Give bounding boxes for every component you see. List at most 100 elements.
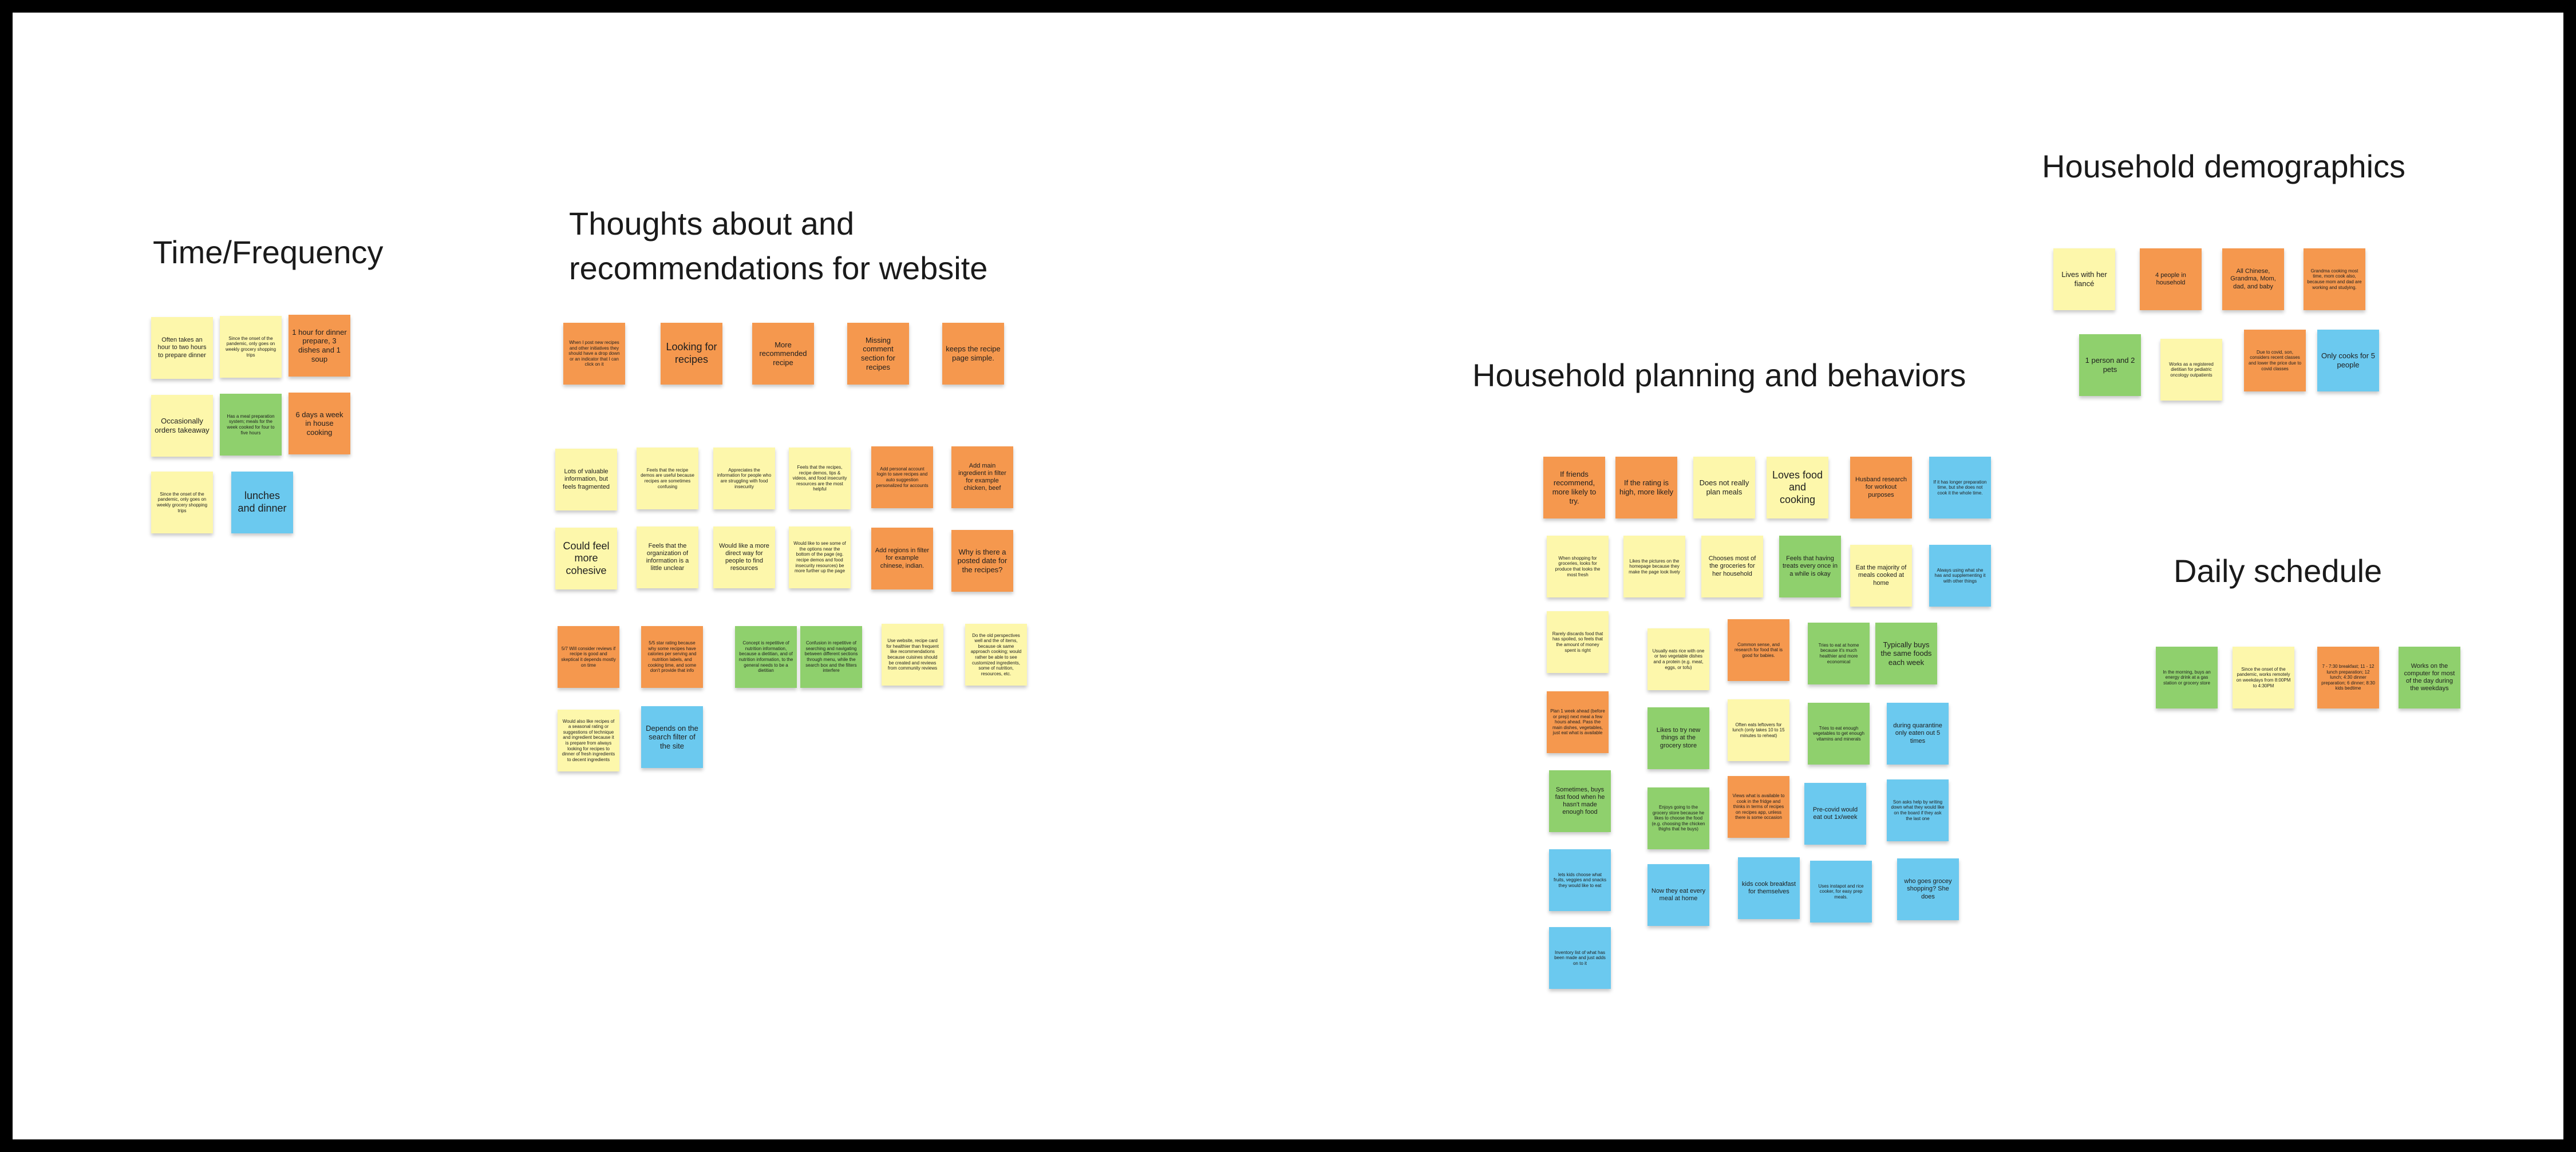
sticky-note[interactable]: Add regions in filter for example chines… xyxy=(871,528,933,589)
sticky-note[interactable]: Typically buys the same foods each week xyxy=(1875,623,1937,684)
whiteboard-canvas[interactable]: Time/Frequency Thoughts about and recomm… xyxy=(13,13,2563,1139)
sticky-note[interactable]: Views what is available to cook in the f… xyxy=(1728,776,1789,838)
sticky-note[interactable]: Appreciates the information for people w… xyxy=(713,448,775,509)
sticky-note-text: Since the onset of the pandemic, works r… xyxy=(2236,666,2291,688)
sticky-note[interactable]: All Chinese, Grandma, Mom, dad, and baby xyxy=(2222,248,2284,310)
sticky-note[interactable]: Tries to eat enough vegetables to get en… xyxy=(1808,703,1870,765)
sticky-note[interactable]: Works on the computer for most of the da… xyxy=(2399,647,2460,708)
sticky-note[interactable]: 7 - 7:30 breakfast; 11 - 12 lunch prepar… xyxy=(2317,647,2379,708)
cluster-title-household-planning: Household planning and behaviors xyxy=(1472,357,1966,393)
sticky-note[interactable]: 6 days a week in house cooking xyxy=(289,393,350,454)
sticky-note[interactable]: Looking for recipes xyxy=(661,323,722,385)
sticky-note[interactable]: Concept is repetitive of nutrition infor… xyxy=(735,626,797,688)
sticky-note[interactable]: Since the onset of the pandemic, only go… xyxy=(151,472,213,533)
sticky-note[interactable]: Use website, recipe card for healthier t… xyxy=(882,624,943,686)
sticky-note[interactable]: Tries to eat at home because it's much h… xyxy=(1808,623,1870,684)
sticky-note[interactable]: Has a meal preparation system; meals for… xyxy=(220,394,282,456)
sticky-note[interactable]: If it has longer preparation time, but s… xyxy=(1929,457,1991,518)
sticky-note-text: If it has longer preparation time, but s… xyxy=(1933,479,1987,496)
sticky-note-text: Grandma cooking most time, mom cook also… xyxy=(2307,268,2362,290)
sticky-note[interactable]: Enjoys going to the grocery store becaus… xyxy=(1647,787,1709,849)
sticky-note[interactable]: If friends recommend, more likely to try… xyxy=(1543,457,1605,518)
sticky-note[interactable]: during quarantine only eaten out 5 times xyxy=(1887,703,1949,765)
sticky-note[interactable]: 1 hour for dinner prepare, 3 dishes and … xyxy=(289,315,350,377)
sticky-note[interactable]: Only cooks for 5 people xyxy=(2317,330,2379,391)
sticky-note[interactable]: Rarely discards food that has spoiled, s… xyxy=(1547,611,1609,673)
sticky-note[interactable]: Does not really plan meals xyxy=(1693,457,1755,518)
sticky-note[interactable]: Often eats leftovers for lunch (only tak… xyxy=(1728,699,1789,761)
sticky-note[interactable]: Add main ingredient in filter for exampl… xyxy=(951,446,1013,508)
sticky-note[interactable]: Plan 1 week ahead (before or prep) next … xyxy=(1547,691,1609,753)
sticky-note[interactable]: Feels that the organization of informati… xyxy=(637,526,698,588)
sticky-note-text: Uses instapot and rice cooker, for easy … xyxy=(1818,883,1864,900)
sticky-note[interactable]: Often takes an hour to two hours to prep… xyxy=(151,317,213,379)
sticky-note[interactable]: Likes to try new things at the grocery s… xyxy=(1647,707,1709,769)
sticky-note[interactable]: Missing comment section for recipes xyxy=(847,323,909,385)
sticky-note[interactable]: Would like to see some of the options ne… xyxy=(789,526,851,588)
sticky-note[interactable]: Since the onset of the pandemic, only go… xyxy=(220,316,282,378)
sticky-note[interactable]: kids cook breakfast for themselves xyxy=(1738,857,1800,919)
sticky-note[interactable]: Eat the majority of meals cooked at home xyxy=(1850,545,1912,607)
sticky-note[interactable]: Feels that the recipes, recipe demos, ti… xyxy=(789,448,851,509)
sticky-note[interactable]: Do the old perspectives well and the of … xyxy=(965,624,1027,686)
sticky-note[interactable]: Loves food and cooking xyxy=(1767,457,1828,518)
sticky-note[interactable]: Pre-covid would eat out 1x/week xyxy=(1804,783,1866,845)
sticky-note[interactable]: 5/5 star rating because why some recipes… xyxy=(641,626,703,688)
sticky-note[interactable]: Feels that the recipe demos are useful b… xyxy=(637,448,698,509)
sticky-note[interactable]: 5/7 Will consider reviews if recipe is g… xyxy=(558,626,619,688)
sticky-note[interactable]: who goes grocey shopping? She does xyxy=(1897,858,1959,920)
sticky-note[interactable]: Chooses most of the groceries for her ho… xyxy=(1701,536,1763,597)
sticky-note[interactable]: Due to covid, son, considers recent clas… xyxy=(2244,330,2306,391)
sticky-note-text: 1 hour for dinner prepare, 3 dishes and … xyxy=(292,327,347,363)
sticky-note-text: Often takes an hour to two hours to prep… xyxy=(157,337,207,359)
sticky-note-text: Could feel more cohesive xyxy=(563,540,610,576)
sticky-note[interactable]: Lives with her fiancé xyxy=(2053,248,2115,310)
sticky-note[interactable]: Works as a registered dietitian for pedi… xyxy=(2160,339,2222,401)
sticky-note[interactable]: Could feel more cohesive xyxy=(555,528,617,589)
sticky-note[interactable]: When shopping for groceries, looks for p… xyxy=(1547,536,1609,597)
sticky-note[interactable]: Likes the pictures on the homepage becau… xyxy=(1623,536,1685,597)
sticky-note[interactable]: 4 people in household xyxy=(2140,248,2202,310)
sticky-note-text: Occasionally orders takeaway xyxy=(155,417,210,434)
sticky-note-text: When shopping for groceries, looks for p… xyxy=(1555,555,1601,577)
sticky-note[interactable]: Son asks help by writing down what they … xyxy=(1887,779,1949,841)
sticky-note[interactable]: keeps the recipe page simple. xyxy=(942,323,1004,385)
sticky-note[interactable]: In the morning, buys an energy drink at … xyxy=(2156,647,2218,708)
sticky-note[interactable]: Since the onset of the pandemic, works r… xyxy=(2233,647,2294,708)
sticky-note[interactable]: When I post new recipes and other initia… xyxy=(563,323,625,385)
sticky-note-text: during quarantine only eaten out 5 times xyxy=(1893,722,1942,745)
sticky-note[interactable]: Sometimes, buys fast food when he hasn't… xyxy=(1549,770,1611,832)
sticky-note[interactable]: lunches and dinner xyxy=(231,472,293,533)
sticky-note[interactable]: 1 person and 2 pets xyxy=(2079,334,2141,396)
sticky-note-text: Pre-covid would eat out 1x/week xyxy=(1812,806,1858,821)
sticky-note[interactable]: Husband research for workout purposes xyxy=(1850,457,1912,518)
sticky-note-text: Add regions in filter for example chines… xyxy=(875,547,930,569)
sticky-note[interactable]: Why is there a posted date for the recip… xyxy=(951,530,1013,592)
sticky-note[interactable]: Would like a more direct way for people … xyxy=(713,526,775,588)
sticky-note-text: Would also like recipes of a seasonal ra… xyxy=(562,718,615,762)
sticky-note[interactable]: Uses instapot and rice cooker, for easy … xyxy=(1810,861,1872,923)
sticky-note-text: lets kids choose what fruits, veggies an… xyxy=(1553,872,1607,888)
sticky-note-text: Has a meal preparation system; meals for… xyxy=(227,413,275,436)
sticky-note[interactable]: Feels that having treats every once in a… xyxy=(1779,536,1841,597)
sticky-note[interactable]: Occasionally orders takeaway xyxy=(151,395,213,457)
sticky-note[interactable]: Now they eat every meal at home xyxy=(1647,864,1709,926)
sticky-note-text: Enjoys going to the grocery store becaus… xyxy=(1652,805,1705,832)
sticky-note[interactable]: Grandma cooking most time, mom cook also… xyxy=(2304,248,2365,310)
sticky-note-text: Depends on the search filter of the site xyxy=(646,723,698,750)
sticky-note[interactable]: Would also like recipes of a seasonal ra… xyxy=(558,710,619,771)
sticky-note[interactable]: Lots of valuable information, but feels … xyxy=(555,449,617,510)
sticky-note[interactable]: Depends on the search filter of the site xyxy=(641,706,703,768)
sticky-note[interactable]: If the rating is high, more likely xyxy=(1615,457,1677,518)
sticky-note[interactable]: Inventory list of what has been made and… xyxy=(1549,927,1611,989)
sticky-note-text: lunches and dinner xyxy=(238,490,287,514)
sticky-note-text: Feels that the recipe demos are useful b… xyxy=(641,467,694,489)
sticky-note[interactable]: Add personal account login to save recip… xyxy=(871,446,933,508)
sticky-note[interactable]: Common sense, and research for food that… xyxy=(1728,619,1789,681)
sticky-note[interactable]: Always using what she has and supplement… xyxy=(1929,545,1991,607)
sticky-note[interactable]: lets kids choose what fruits, veggies an… xyxy=(1549,849,1611,911)
sticky-note-text: who goes grocey shopping? She does xyxy=(1904,878,1952,900)
sticky-note[interactable]: More recommended recipe xyxy=(752,323,814,385)
sticky-note[interactable]: Usually eats rice with one or two vegeta… xyxy=(1647,628,1709,690)
sticky-note[interactable]: Confusion in repetitive of searching and… xyxy=(800,626,862,688)
